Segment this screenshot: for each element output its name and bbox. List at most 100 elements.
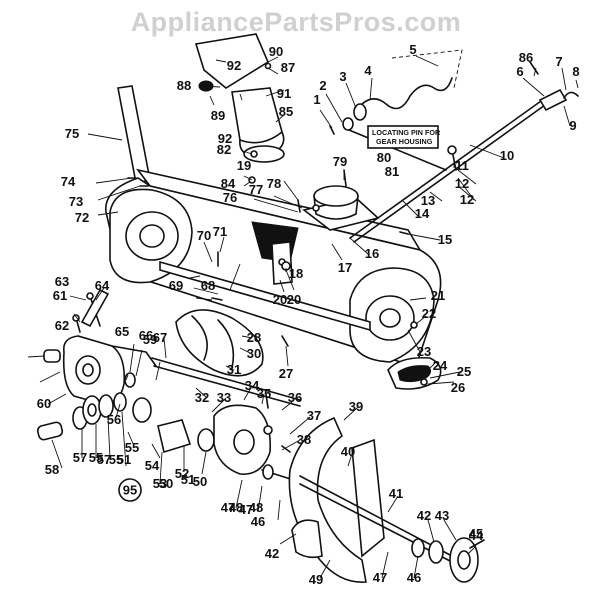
callout-11: 11 xyxy=(455,158,469,173)
callout-12: 12 xyxy=(455,176,469,191)
callout-44: 44 xyxy=(469,528,484,543)
callout-78: 78 xyxy=(267,176,281,191)
callout-55: 55 xyxy=(89,450,103,465)
callout-17: 17 xyxy=(338,260,352,275)
handle-drawing xyxy=(117,85,151,184)
callout-49: 49 xyxy=(309,572,323,587)
callout-41: 41 xyxy=(389,486,403,501)
callout-50: 50 xyxy=(159,476,173,491)
callout-92: 92 xyxy=(227,58,241,73)
callout-16: 16 xyxy=(365,246,379,261)
callout-74: 74 xyxy=(61,174,76,189)
callout-51: 51 xyxy=(117,452,131,467)
callout-90: 90 xyxy=(269,44,283,59)
callout-48: 48 xyxy=(249,500,263,515)
callout-5: 5 xyxy=(409,42,416,57)
callout-84: 84 xyxy=(221,176,236,191)
callout-65: 65 xyxy=(115,324,129,339)
callout-75: 75 xyxy=(65,126,79,141)
callout-10: 10 xyxy=(500,148,514,163)
callout-23: 23 xyxy=(417,344,431,359)
callout-85: 85 xyxy=(279,104,293,119)
callout-20: 20 xyxy=(273,292,287,307)
callout-26: 26 xyxy=(451,380,465,395)
callout-48: 48 xyxy=(229,500,243,515)
callout-20: 20 xyxy=(287,292,301,307)
callout-2: 2 xyxy=(319,78,326,93)
callout-80: 80 xyxy=(377,150,391,165)
badge-circle xyxy=(118,478,142,502)
callout-53: 53 xyxy=(153,476,167,491)
callout-21: 21 xyxy=(431,288,445,303)
callout-39: 39 xyxy=(349,399,363,414)
callout-32: 32 xyxy=(195,390,209,405)
callout-89: 89 xyxy=(211,108,225,123)
callout-72: 72 xyxy=(75,210,89,225)
callout-64: 64 xyxy=(95,278,110,293)
callout-7: 7 xyxy=(555,54,562,69)
callout-12: 12 xyxy=(460,192,474,207)
callout-13: 13 xyxy=(421,193,435,208)
callout-1: 1 xyxy=(313,92,320,107)
callout-3: 3 xyxy=(339,69,346,84)
watermark: AppliancePartsPros.com xyxy=(131,7,462,37)
callout-28: 28 xyxy=(247,330,261,345)
callout-59: 59 xyxy=(143,332,157,347)
callout-24: 24 xyxy=(433,358,448,373)
callout-38: 38 xyxy=(297,432,311,447)
callout-42: 42 xyxy=(417,508,431,523)
callout-57: 57 xyxy=(73,450,87,465)
leader-lines xyxy=(27,55,579,579)
callout-40: 40 xyxy=(341,444,355,459)
left-gearbox-drawing xyxy=(43,335,157,405)
callout-87: 87 xyxy=(281,60,295,75)
callout-9: 9 xyxy=(569,118,576,133)
right-hub-drawing xyxy=(411,537,485,583)
crank-drawing xyxy=(329,49,579,243)
callout-58: 58 xyxy=(45,462,59,477)
callout-79: 79 xyxy=(333,154,347,169)
callout-69: 69 xyxy=(169,278,183,293)
callout-35: 35 xyxy=(257,386,271,401)
callout-73: 73 xyxy=(69,194,83,209)
callout-70: 70 xyxy=(197,228,211,243)
callout-36: 36 xyxy=(288,390,302,405)
badge-label: 95 xyxy=(123,483,137,498)
callout-43: 43 xyxy=(435,508,449,523)
callout-56: 56 xyxy=(107,412,121,427)
chute-drawing xyxy=(194,33,285,163)
callout-57: 57 xyxy=(97,452,111,467)
callout-60: 60 xyxy=(37,396,51,411)
callout-46: 46 xyxy=(251,514,265,529)
gear-stack-drawing xyxy=(36,372,215,454)
callout-68: 68 xyxy=(201,278,215,293)
callout-86: 86 xyxy=(519,50,533,65)
callout-71: 71 xyxy=(213,224,227,239)
auger-drawing xyxy=(151,309,301,407)
callout-22: 22 xyxy=(422,306,436,321)
callout-88: 88 xyxy=(177,78,191,93)
callout-33: 33 xyxy=(217,390,231,405)
callout-45: 45 xyxy=(469,526,483,541)
callout-15: 15 xyxy=(438,232,452,247)
callout-76: 76 xyxy=(223,190,237,205)
callout-47: 47 xyxy=(373,570,387,585)
callout-46: 46 xyxy=(407,570,421,585)
callout-37: 37 xyxy=(307,408,321,423)
callout-62: 62 xyxy=(55,318,69,333)
callout-81: 81 xyxy=(385,164,399,179)
callout-42: 42 xyxy=(265,546,279,561)
callout-55: 55 xyxy=(109,452,123,467)
callout-27: 27 xyxy=(279,366,293,381)
callout-63: 63 xyxy=(55,274,69,289)
callout-92: 92 xyxy=(218,131,232,146)
callout-52: 52 xyxy=(175,466,189,481)
housing-drawing xyxy=(105,168,442,366)
callout-91: 91 xyxy=(277,86,291,101)
callout-67: 67 xyxy=(153,330,167,345)
callout-31: 31 xyxy=(227,362,241,377)
right-gearbox-drawing xyxy=(213,404,301,483)
callout-47: 47 xyxy=(221,500,235,515)
